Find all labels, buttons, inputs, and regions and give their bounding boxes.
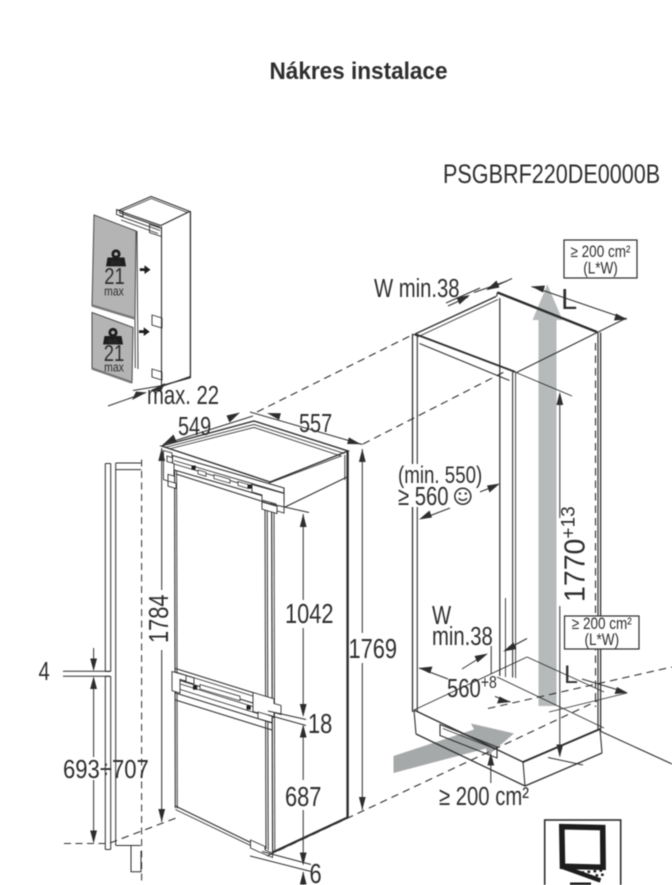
svg-text:L: L (564, 661, 578, 689)
svg-text:max: max (104, 284, 124, 298)
svg-text:≥ 560: ≥ 560 (398, 482, 449, 511)
svg-text:693÷707: 693÷707 (63, 755, 149, 784)
svg-text:W: W (432, 601, 451, 630)
svg-text:1042: 1042 (285, 598, 334, 629)
svg-text:L: L (561, 284, 577, 316)
svg-text:18: 18 (308, 708, 332, 739)
svg-text:1770+13: 1770+13 (559, 506, 592, 602)
svg-text:PSGBRF220DE0000B: PSGBRF220DE0000B (443, 160, 660, 190)
svg-text:W min.38: W min.38 (374, 274, 460, 303)
svg-text:≥ 200 cm²: ≥ 200 cm² (570, 243, 630, 262)
svg-text:1784: 1784 (143, 594, 174, 643)
svg-text:(min. 550): (min. 550) (398, 462, 482, 489)
svg-text:(L*W): (L*W) (583, 259, 618, 278)
svg-text:687: 687 (285, 781, 321, 812)
svg-text:21: 21 (104, 264, 124, 289)
svg-text:549: 549 (178, 412, 211, 441)
svg-text:4: 4 (39, 657, 50, 686)
svg-text:1769: 1769 (349, 633, 398, 664)
svg-text:(L*W): (L*W) (585, 631, 620, 650)
svg-text:min.38: min.38 (432, 622, 493, 651)
svg-text:6: 6 (310, 858, 322, 885)
svg-text:≥ 200 cm²: ≥ 200 cm² (572, 615, 632, 634)
svg-text:KG: KG (111, 260, 121, 267)
svg-text:max: max (104, 360, 124, 374)
svg-text:KG: KG (108, 339, 118, 346)
svg-text:557: 557 (299, 409, 332, 438)
svg-text:Nákres instalace: Nákres instalace (269, 57, 447, 84)
svg-text:21: 21 (104, 341, 124, 366)
svg-text:max. 22: max. 22 (147, 381, 219, 410)
svg-text:≥ 200 cm²: ≥ 200 cm² (439, 782, 529, 811)
